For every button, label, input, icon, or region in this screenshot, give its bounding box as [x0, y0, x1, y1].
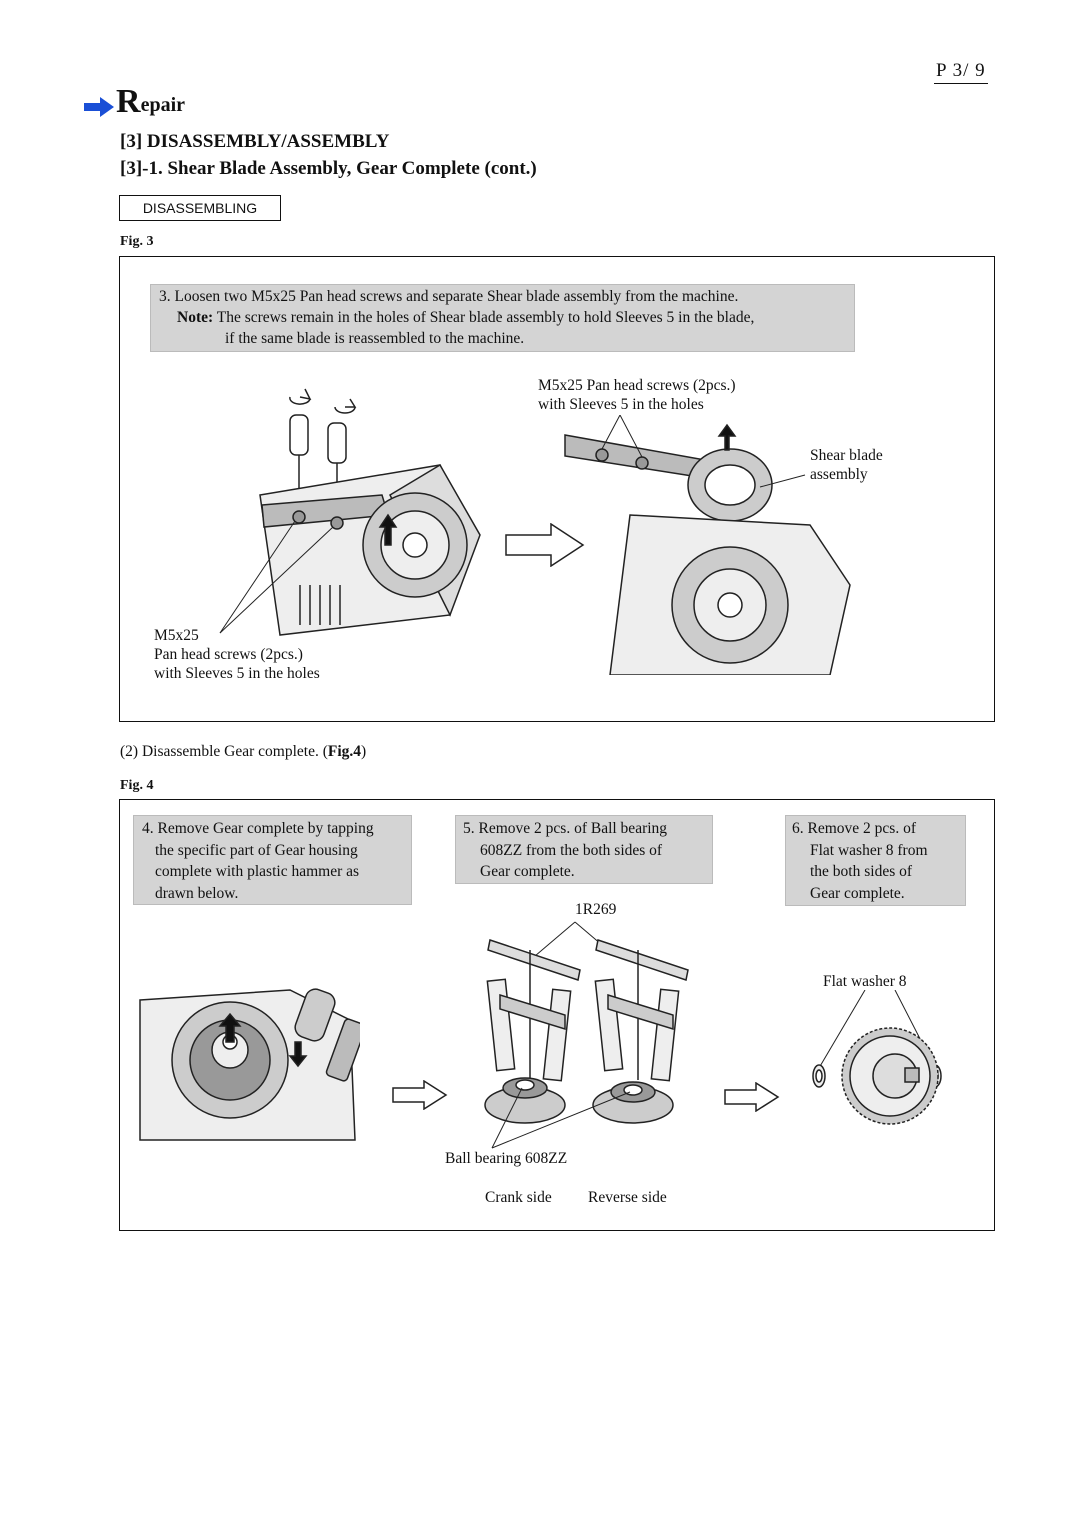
note6-line4: Gear complete.	[810, 884, 905, 902]
fig3-note: 3. Loosen two M5x25 Pan head screws and …	[150, 284, 855, 352]
callout-left-line1: M5x25	[154, 627, 199, 644]
note5-line2: 608ZZ from the both sides of	[480, 841, 663, 859]
reverse-side-label: Reverse side	[588, 1189, 667, 1206]
shear-blade-removal-illustration	[219, 388, 481, 636]
arrow-right-icon	[84, 97, 114, 117]
fig3-note-line3: if the same blade is reassembled to the …	[225, 330, 525, 347]
crank-side-label: Crank side	[485, 1189, 552, 1206]
gear-removal-illustration	[139, 988, 360, 1141]
note6-line3: the both sides of	[810, 863, 913, 880]
callout-left-line2: Pan head screws (2pcs.)	[154, 646, 303, 663]
mode-tag: DISASSEMBLING	[119, 195, 281, 221]
section-subtitle: [3]-1. Shear Blade Assembly, Gear Comple…	[120, 158, 537, 179]
note4-line3: complete with plastic hammer as	[155, 863, 360, 880]
note4-line1: 4. Remove Gear complete by tapping	[142, 820, 374, 837]
fig4-label: Fig. 4	[120, 778, 154, 793]
step2-close: )	[361, 743, 367, 760]
section-label: R epair	[84, 83, 185, 120]
bearing-puller-illustration	[484, 921, 689, 1149]
section-label-rest: epair	[140, 94, 185, 116]
callout-shear-line1: Shear blade	[810, 447, 883, 464]
flat-washer-label: Flat washer 8	[823, 973, 907, 990]
note5-line3: Gear complete.	[480, 863, 575, 880]
fig4-note-5: 5. Remove 2 pcs. of Ball bearing 608ZZ f…	[455, 815, 713, 884]
fig3-note-line1: 3. Loosen two M5x25 Pan head screws and …	[159, 288, 739, 305]
note4-line2: the specific part of Gear housing	[155, 841, 358, 859]
fig4-note-6: 6. Remove 2 pcs. of Flat washer 8 from t…	[785, 815, 966, 906]
process-arrow-icon	[505, 523, 585, 567]
fig3-note-line2-wrap: Note: The screws remain in the holes of …	[159, 307, 854, 328]
fig4-frame	[119, 799, 995, 1231]
callout-right-line2: with Sleeves 5 in the holes	[538, 396, 704, 413]
section-label-initial: R	[116, 83, 141, 120]
step2-fig-ref: Fig.4	[327, 743, 362, 760]
fig3-frame	[119, 256, 995, 722]
note6-line2: Flat washer 8 from	[810, 841, 928, 859]
section-title: [3] DISASSEMBLY/ASSEMBLY	[120, 131, 390, 152]
callout-left-line3: with Sleeves 5 in the holes	[154, 665, 320, 682]
page-number: P 3/ 9	[934, 60, 988, 84]
note-label: Note:	[177, 309, 214, 326]
step2-instruction: (2) Disassemble Gear complete. (Fig.4)	[120, 742, 366, 761]
note6-line1: 6. Remove 2 pcs. of	[792, 820, 916, 837]
note5-line1: 5. Remove 2 pcs. of Ball bearing	[463, 820, 668, 837]
callout-right-line1: M5x25 Pan head screws (2pcs.)	[538, 377, 736, 394]
tool-label: 1R269	[575, 901, 617, 918]
fig4-note-4: 4. Remove Gear complete by tapping the s…	[133, 815, 412, 905]
fig3-label: Fig. 3	[120, 234, 154, 249]
bearing-label: Ball bearing 608ZZ	[445, 1150, 568, 1167]
process-arrow-icon	[724, 1082, 780, 1112]
note4-line4: drawn below.	[155, 884, 239, 902]
callout-shear-line2: assembly	[810, 466, 868, 483]
step2-text: (2) Disassemble Gear complete. (	[120, 743, 328, 760]
fig3-note-line2: The screws remain in the holes of Shear …	[213, 309, 755, 326]
gear-complete-illustration	[812, 990, 942, 1125]
process-arrow-icon	[392, 1080, 448, 1110]
shear-blade-separated-illustration	[564, 415, 851, 675]
